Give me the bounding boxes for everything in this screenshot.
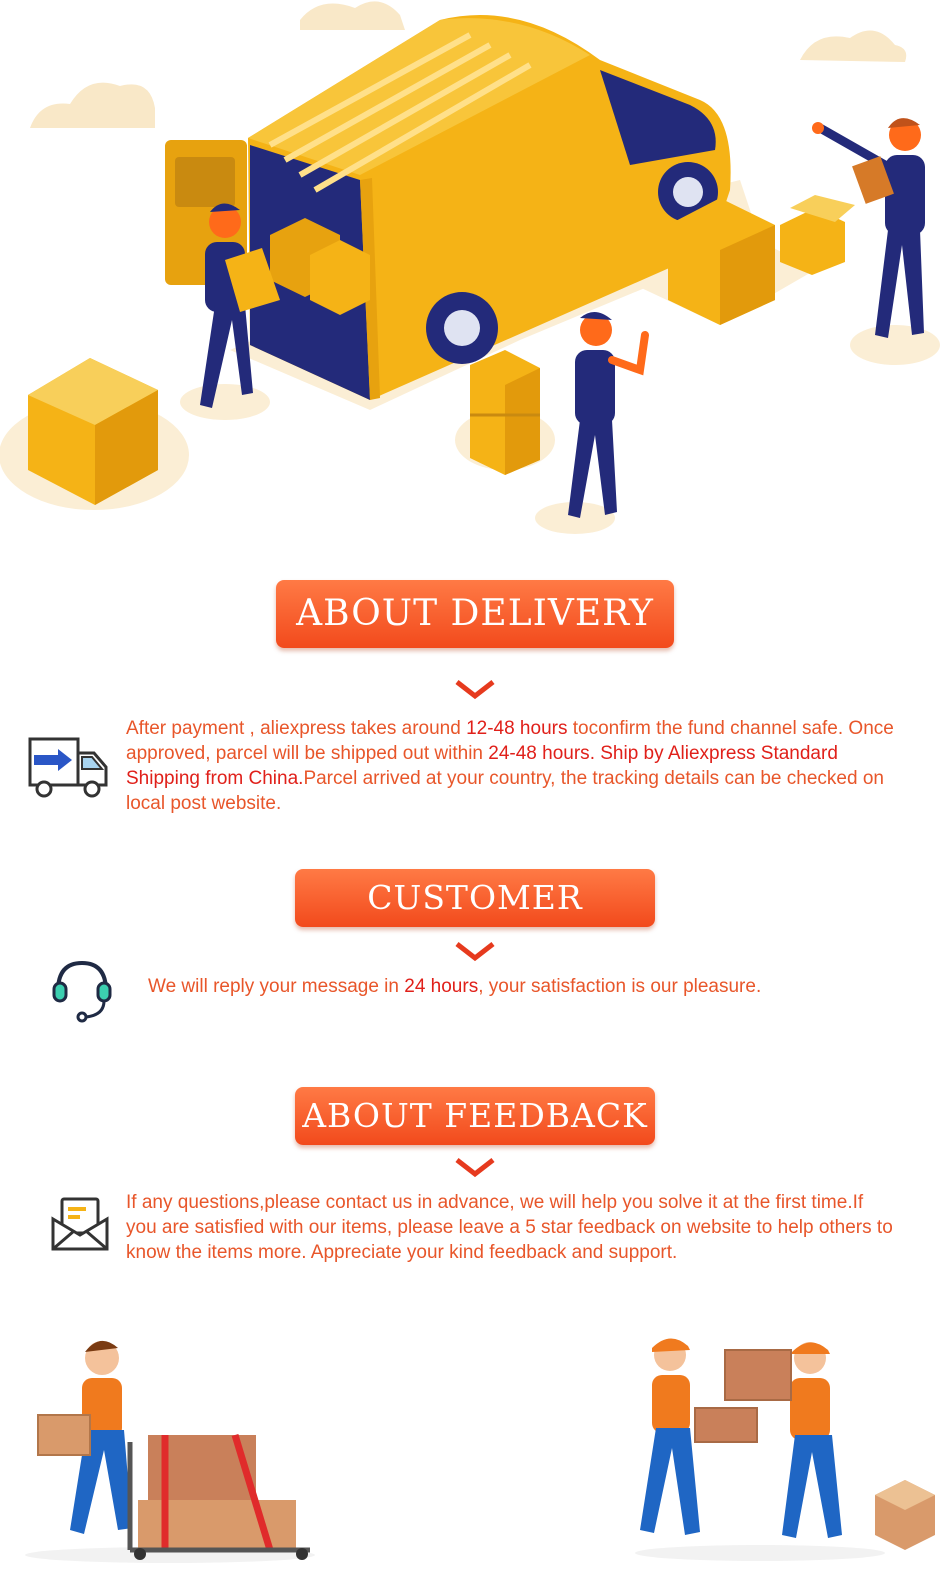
section-title-delivery: ABOUT DELIVERY bbox=[276, 580, 674, 648]
hero-illustration bbox=[0, 1, 940, 534]
delivery-text-part: After payment , aliexpress takes around bbox=[126, 718, 467, 739]
delivery-text-part: Parcel arrived at your country, the trac… bbox=[126, 768, 884, 814]
worker-figure bbox=[568, 311, 649, 518]
service-text: We will reply your message in 24 hours, … bbox=[148, 974, 908, 999]
chevron-down-icon bbox=[455, 680, 495, 700]
worker-figure bbox=[200, 203, 280, 408]
delivery-highlight-hours: 24-48 hours bbox=[488, 743, 590, 764]
delivery-highlight-shipping: . Ship by Aliexpress Standard Shipping f… bbox=[126, 743, 838, 789]
delivery-text-part: toconfirm the fund channel safe. Once ap… bbox=[126, 718, 894, 764]
truck-icon bbox=[28, 737, 108, 798]
workers-with-boxes-illustration bbox=[635, 1338, 935, 1561]
worker-figure bbox=[812, 118, 925, 338]
worker-with-cart-illustration bbox=[25, 1340, 315, 1563]
mail-icon bbox=[51, 1197, 109, 1251]
service-text-part: , your satisfaction is our pleasure. bbox=[478, 976, 762, 997]
section-title-feedback: ABOUT FEEDBACK bbox=[295, 1087, 655, 1145]
box-icon bbox=[28, 358, 158, 505]
headset-icon bbox=[52, 960, 112, 1023]
delivery-text: After payment , aliexpress takes around … bbox=[126, 716, 896, 816]
feedback-text: If any questions,please contact us in ad… bbox=[126, 1192, 893, 1263]
cloud-icon bbox=[30, 1, 907, 128]
chevron-down-icon bbox=[455, 1158, 495, 1178]
service-highlight-hours: 24 hours bbox=[404, 976, 479, 997]
section-title-service: CUSTOMER SERVICE bbox=[295, 869, 655, 975]
service-text-part: We will reply your message in bbox=[148, 976, 405, 997]
chevron-down-icon bbox=[455, 942, 495, 962]
delivery-highlight-hours: 12-48 hours bbox=[466, 718, 568, 739]
